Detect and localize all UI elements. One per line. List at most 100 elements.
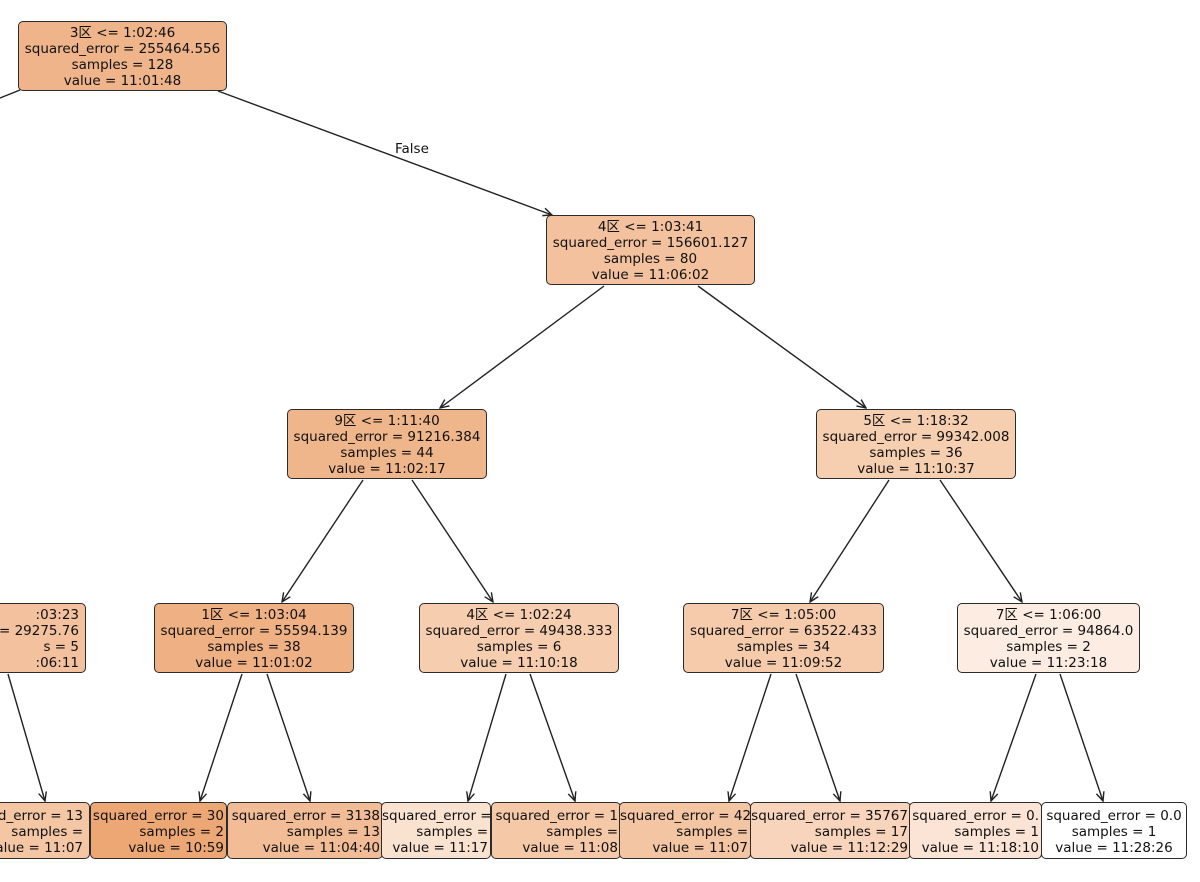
- node-squared-error: squared_error = 94864.0: [963, 623, 1134, 639]
- node-samples: samples = 1: [954, 824, 1039, 840]
- node-samples: samples = 80: [603, 251, 698, 267]
- node-value: value = 11:04:40: [262, 840, 380, 856]
- node-split-label: :03:23: [35, 607, 79, 623]
- node-value: :06:11: [35, 655, 79, 671]
- node-samples: samples = 13: [286, 824, 380, 840]
- node-value: value = 11:23:18: [989, 655, 1108, 671]
- tree-edge-13: [729, 673, 772, 801]
- node-split-label: 7区 <= 1:05:00: [730, 607, 837, 623]
- tree-leaf-1: ed_error = 13 samples = alue = 11:07: [0, 802, 90, 859]
- tree-leaf-2: squared_error = 30 samples = 2 value = 1…: [90, 802, 227, 859]
- node-squared-error: squared_error = 55594.139: [160, 623, 348, 639]
- node-value: value = 11:09:52: [724, 655, 843, 671]
- node-samples: samples = 1: [1071, 824, 1157, 840]
- node-samples: samples = 44: [340, 445, 434, 461]
- tree-node-4ku-2: 4区 <= 1:02:24 squared_error = 49438.333 …: [419, 603, 619, 673]
- tree-edge-5: [411, 479, 493, 602]
- node-split-label: 9区 <= 1:11:40: [334, 413, 440, 429]
- node-squared-error: ed_error = 13: [0, 808, 83, 824]
- node-squared-error: squared_error = 42: [620, 808, 751, 824]
- node-value: value = 10:59: [128, 840, 224, 856]
- tree-node-1ku: 1区 <= 1:03:04 squared_error = 55594.139 …: [154, 603, 354, 673]
- node-samples: samples = 38: [207, 639, 301, 655]
- node-value: value = 11:01:48: [63, 73, 182, 89]
- tree-edge-16: [1059, 673, 1103, 801]
- node-value: value = 11:02:17: [328, 461, 446, 477]
- tree-edge-14: [795, 673, 840, 801]
- tree-node-5ku: 5区 <= 1:18:32 squared_error = 99342.008 …: [816, 409, 1016, 479]
- edge-label-false: False: [395, 141, 429, 157]
- node-samples: samples = 17: [814, 824, 908, 840]
- node-samples: samples = 34: [736, 639, 831, 655]
- node-squared-error: squared_error = 91216.384: [293, 429, 481, 445]
- node-samples: samples =: [546, 824, 618, 840]
- node-squared-error: squared_error = 0.0: [1046, 808, 1182, 824]
- node-split-label: 5区 <= 1:18:32: [863, 413, 969, 429]
- node-squared-error: squared_error = 99342.008: [822, 429, 1010, 445]
- node-value: value = 11:28:26: [1055, 840, 1173, 856]
- tree-node-4ku-1: 4区 <= 1:03:41 squared_error = 156601.127…: [546, 215, 755, 285]
- tree-edge-1: [217, 90, 552, 215]
- node-samples: samples = 128: [71, 57, 174, 73]
- tree-leaf-3: squared_error = 3138 samples = 13 value …: [227, 802, 383, 859]
- tree-edge-15: [991, 673, 1037, 801]
- node-samples: samples =: [416, 824, 488, 840]
- node-value: alue = 11:07: [0, 840, 83, 856]
- node-value: value = 11:12:29: [790, 840, 908, 856]
- node-squared-error: squared_error =: [382, 808, 491, 824]
- node-samples: s = 5: [43, 639, 79, 655]
- tree-edge-11: [468, 673, 507, 801]
- tree-edge-9: [200, 673, 243, 801]
- node-squared-error: squared_error = 49438.333: [425, 623, 613, 639]
- tree-edge-10: [266, 673, 310, 801]
- node-squared-error: squared_error = 0.: [912, 808, 1039, 824]
- node-value: value = 11:18:10: [921, 840, 1039, 856]
- tree-edge-2: [440, 285, 605, 408]
- node-value: value = 11:07: [652, 840, 748, 856]
- tree-node-cut-left: :03:23 = 29275.76 s = 5 :06:11: [0, 603, 86, 673]
- node-split-label: 1区 <= 1:03:04: [201, 607, 307, 623]
- node-samples: samples =: [676, 824, 748, 840]
- tree-leaf-6: squared_error = 42 samples = value = 11:…: [619, 802, 751, 859]
- node-samples: samples = 2: [139, 824, 224, 840]
- node-value: value = 11:06:02: [591, 267, 710, 283]
- node-value: value = 11:10:37: [857, 461, 975, 477]
- node-squared-error: squared_error = 3138: [231, 808, 380, 824]
- tree-edge-6: [810, 479, 890, 602]
- tree-leaf-9: squared_error = 0.0 samples = 1 value = …: [1041, 802, 1187, 859]
- node-squared-error: squared_error = 156601.127: [552, 235, 749, 251]
- tree-node-7ku-2: 7区 <= 1:06:00 squared_error = 94864.0 sa…: [957, 603, 1140, 673]
- tree-leaf-8: squared_error = 0. samples = 1 value = 1…: [909, 802, 1042, 859]
- tree-node-root: 3区 <= 1:02:46 squared_error = 255464.556…: [18, 21, 227, 91]
- tree-edge-4: [282, 479, 364, 602]
- tree-edge-0: [0, 89, 21, 99]
- node-samples: samples = 6: [476, 639, 562, 655]
- tree-edge-12: [529, 673, 575, 801]
- node-squared-error: = 29275.76: [0, 623, 79, 639]
- node-split-label: 4区 <= 1:02:24: [466, 607, 572, 623]
- tree-edge-3: [697, 285, 866, 408]
- node-squared-error: squared_error = 63522.433: [690, 623, 877, 639]
- tree-edge-7: [939, 479, 1022, 602]
- node-squared-error: squared_error = 35767: [751, 808, 908, 824]
- node-squared-error: squared_error = 255464.556: [24, 41, 221, 57]
- node-value: value = 11:01:02: [195, 655, 313, 671]
- node-squared-error: squared_error = 1: [495, 808, 618, 824]
- node-value: value = 11:17: [392, 840, 488, 856]
- node-samples: samples =: [11, 824, 83, 840]
- tree-node-9ku: 9区 <= 1:11:40 squared_error = 91216.384 …: [287, 409, 487, 479]
- node-split-label: 7区 <= 1:06:00: [995, 607, 1102, 623]
- node-samples: samples = 2: [1006, 639, 1091, 655]
- tree-node-7ku-1: 7区 <= 1:05:00 squared_error = 63522.433 …: [683, 603, 884, 673]
- node-samples: samples = 36: [869, 445, 963, 461]
- node-split-label: 3区 <= 1:02:46: [69, 25, 176, 41]
- node-split-label: 4区 <= 1:03:41: [597, 219, 704, 235]
- node-value: value = 11:08: [522, 840, 618, 856]
- tree-edge-8: [7, 673, 45, 801]
- tree-leaf-7: squared_error = 35767 samples = 17 value…: [750, 802, 911, 859]
- node-squared-error: squared_error = 30: [92, 808, 224, 824]
- node-value: value = 11:10:18: [460, 655, 578, 671]
- tree-leaf-4: squared_error = samples = value = 11:17: [381, 802, 491, 859]
